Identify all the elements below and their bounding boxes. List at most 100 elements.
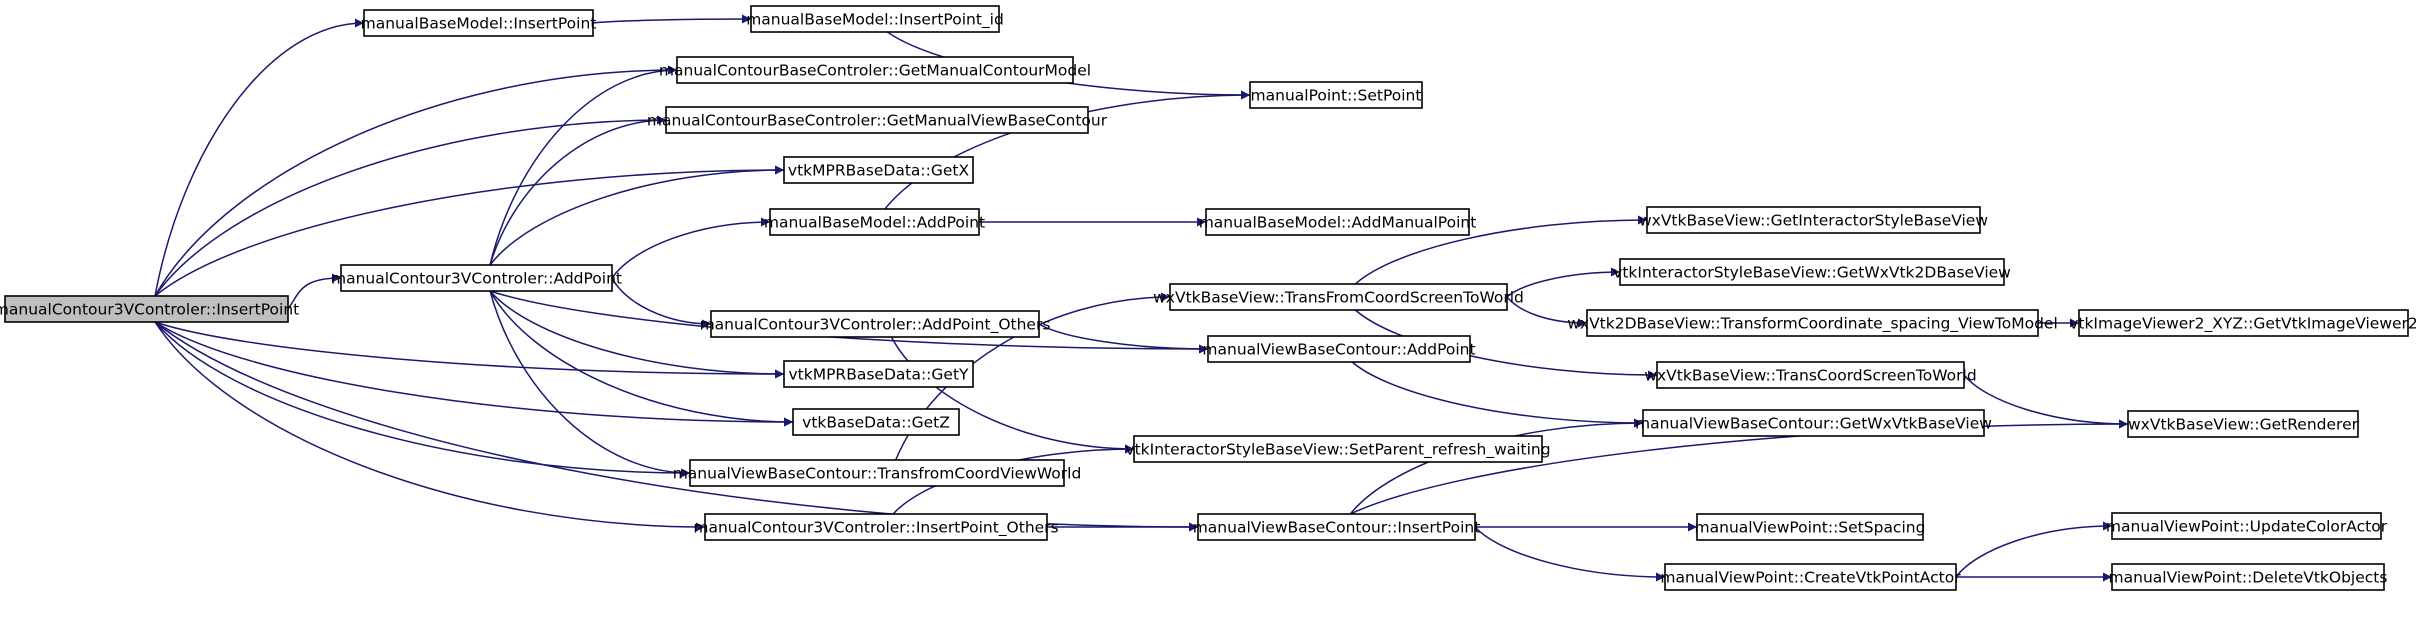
node-box bbox=[676, 56, 1074, 84]
node-label: manualBaseModel::AddPoint bbox=[764, 214, 985, 232]
node-label: wxVtkBaseView::GetRenderer bbox=[2128, 416, 2359, 434]
node-label: manualViewBaseContour::TransfromCoordVie… bbox=[673, 465, 1082, 483]
node-mcbc-getmodel[interactable]: manualContourBaseControler::GetManualCon… bbox=[659, 56, 1091, 84]
edge-root-to-mvbc-insert bbox=[154, 321, 1199, 532]
edge-mvp-create-to-mvp-updatecolor bbox=[1955, 521, 2113, 578]
edge-c3v-addpoint-to-getz bbox=[489, 290, 794, 427]
edge-c3v-addpoint-to-getx bbox=[489, 165, 785, 266]
node-box bbox=[2111, 563, 2385, 591]
node-label: manualViewBaseContour::AddPoint bbox=[1202, 341, 1475, 359]
node-label: wxVtk2DBaseView::TransformCoordinate_spa… bbox=[1567, 315, 2058, 334]
node-label: vtkImageViewer2_XYZ::GetVtkImageViewer2 bbox=[2069, 315, 2416, 334]
node-box bbox=[1664, 563, 1957, 591]
edge-wx-transfrom-to-isbv-getwx2d bbox=[1506, 267, 1621, 298]
node-mbm-insert-id[interactable]: manualBaseModel::InsertPoint_id bbox=[746, 5, 1004, 33]
edge-wx-transfrom-to-wx-getisbv bbox=[1354, 215, 1648, 285]
node-box bbox=[2111, 512, 2382, 540]
node-label: manualBaseModel::InsertPoint_id bbox=[746, 11, 1004, 30]
edge-mbm-insert-to-mbm-insert-id bbox=[592, 14, 752, 24]
edge-root-to-c3v-addpoint bbox=[287, 273, 342, 310]
node-box bbox=[2127, 410, 2359, 438]
node-label: manualContour3VControler::AddPoint bbox=[331, 270, 622, 288]
node-wx-transfrom[interactable]: wxVtkBaseView::TransFromCoordScreenToWor… bbox=[1153, 283, 1524, 311]
node-box bbox=[1249, 81, 1423, 109]
node-label: manualContour3VControler::InsertPoint bbox=[0, 301, 299, 319]
node-c3v-addpoint[interactable]: manualContour3VControler::AddPoint bbox=[331, 264, 622, 292]
node-label: manualViewPoint::CreateVtkPointActor bbox=[1660, 569, 1961, 587]
node-mvbc-getwx[interactable]: manualViewBaseContour::GetWxVtkBaseView bbox=[1635, 409, 1992, 437]
node-getz[interactable]: vtkBaseData::GetZ bbox=[792, 408, 960, 436]
node-label: vtkMPRBaseData::GetY bbox=[788, 366, 969, 384]
node-box bbox=[769, 208, 980, 236]
node-label: manualViewPoint::DeleteVtkObjects bbox=[2109, 569, 2388, 587]
node-label: wxVtkBaseView::GetInteractorStyleBaseVie… bbox=[1639, 212, 1988, 230]
node-box bbox=[1619, 258, 2005, 286]
node-mvp-delete[interactable]: manualViewPoint::DeleteVtkObjects bbox=[2109, 563, 2388, 591]
node-box bbox=[1646, 206, 1981, 234]
node-box bbox=[1656, 361, 1965, 389]
node-wx-getrenderer[interactable]: wxVtkBaseView::GetRenderer bbox=[2127, 410, 2359, 438]
node-label: vtkMPRBaseData::GetX bbox=[788, 162, 970, 180]
edge-root-to-mcbc-getmodel bbox=[154, 65, 678, 297]
node-box bbox=[750, 5, 1000, 33]
node-box bbox=[665, 106, 1089, 134]
node-c3v-insothers[interactable]: manualContour3VControler::InsertPoint_Ot… bbox=[693, 513, 1059, 541]
node-mvp-updatecolor[interactable]: manualViewPoint::UpdateColorActor bbox=[2106, 512, 2388, 540]
node-getx[interactable]: vtkMPRBaseData::GetX bbox=[783, 156, 974, 184]
edge-wx-transcoord-to-wx-getrenderer bbox=[1963, 374, 2129, 429]
node-root[interactable]: manualContour3VControler::InsertPoint bbox=[0, 295, 299, 323]
node-label: vtkInteractorStyleBaseView::GetWxVtk2DBa… bbox=[1613, 264, 2011, 282]
edge-root-to-gety bbox=[154, 321, 785, 379]
edge-c3v-addpoint-to-c3v-addothers bbox=[611, 277, 712, 329]
node-wx-transcoord[interactable]: wxVtkBaseView::TransCoordScreenToWorld bbox=[1644, 361, 1977, 389]
edges-layer bbox=[154, 14, 2129, 582]
edge-root-to-getx bbox=[154, 165, 785, 297]
node-mcbc-getview[interactable]: manualContourBaseControler::GetManualVie… bbox=[647, 106, 1108, 134]
node-label: manualContour3VControler::InsertPoint_Ot… bbox=[693, 519, 1058, 538]
node-label: manualBaseModel::AddManualPoint bbox=[1199, 214, 1477, 232]
node-box bbox=[1586, 309, 2039, 337]
node-mbm-addmanual[interactable]: manualBaseModel::AddManualPoint bbox=[1199, 208, 1477, 236]
node-box bbox=[689, 459, 1065, 487]
node-box bbox=[363, 9, 594, 37]
node-mvp-setspacing[interactable]: manualViewPoint::SetSpacing bbox=[1695, 513, 1926, 541]
node-mbm-insert[interactable]: manualBaseModel::InsertPoint bbox=[361, 9, 597, 37]
node-box bbox=[783, 156, 974, 184]
node-label: vtkBaseData::GetZ bbox=[802, 414, 950, 432]
node-box bbox=[1696, 513, 1924, 541]
edge-root-to-mcbc-getview bbox=[154, 115, 667, 297]
edge-mvbc-insert-to-mvp-create bbox=[1474, 526, 1666, 582]
node-mvbc-addpoint[interactable]: manualViewBaseContour::AddPoint bbox=[1202, 335, 1476, 363]
node-isbv-setparent[interactable]: vtkInteractorStyleBaseView::SetParent_re… bbox=[1125, 435, 1551, 463]
node-label: wxVtkBaseView::TransCoordScreenToWorld bbox=[1644, 367, 1976, 385]
node-label: manualContourBaseControler::GetManualCon… bbox=[659, 62, 1091, 80]
node-label: manualViewBaseContour::GetWxVtkBaseView bbox=[1635, 415, 1992, 433]
node-label: vtkInteractorStyleBaseView::SetParent_re… bbox=[1125, 441, 1550, 460]
node-box bbox=[783, 360, 974, 388]
edge-c3v-addothers-to-mvbc-addpoint bbox=[1038, 323, 1209, 354]
node-img-getviewer[interactable]: vtkImageViewer2_XYZ::GetVtkImageViewer2 bbox=[2069, 309, 2416, 337]
node-mvbc-transfrom[interactable]: manualViewBaseContour::TransfromCoordVie… bbox=[673, 459, 1082, 487]
node-mp-setpoint[interactable]: manualPoint::SetPoint bbox=[1249, 81, 1423, 109]
node-label: manualViewPoint::UpdateColorActor bbox=[2106, 518, 2388, 536]
node-isbv-getwx2d[interactable]: vtkInteractorStyleBaseView::GetWxVtk2DBa… bbox=[1613, 258, 2011, 286]
node-label: manualContourBaseControler::GetManualVie… bbox=[647, 112, 1108, 130]
node-mbm-addpoint[interactable]: manualBaseModel::AddPoint bbox=[764, 208, 985, 236]
node-wx2d-transform[interactable]: wxVtk2DBaseView::TransformCoordinate_spa… bbox=[1567, 309, 2058, 337]
node-box bbox=[1133, 435, 1543, 463]
node-box bbox=[710, 310, 1040, 338]
edge-c3v-addpoint-to-mcbc-getmodel bbox=[489, 65, 678, 266]
edge-mvbc-addpoint-to-mvbc-getwx bbox=[1351, 361, 1644, 428]
edge-c3v-addpoint-to-mcbc-getview bbox=[489, 115, 667, 266]
node-mvbc-insert[interactable]: manualViewBaseContour::InsertPoint bbox=[1193, 513, 1481, 541]
node-mvp-create[interactable]: manualViewPoint::CreateVtkPointActor bbox=[1660, 563, 1961, 591]
edge-root-to-getz bbox=[154, 321, 794, 427]
edge-c3v-addpoint-to-mbm-addpoint bbox=[611, 217, 771, 279]
node-gety[interactable]: vtkMPRBaseData::GetY bbox=[783, 360, 974, 388]
node-box bbox=[704, 513, 1048, 541]
node-c3v-addothers[interactable]: manualContour3VControler::AddPoint_Other… bbox=[700, 310, 1051, 338]
node-wx-getisbv[interactable]: wxVtkBaseView::GetInteractorStyleBaseVie… bbox=[1639, 206, 1988, 234]
edge-wx-transfrom-to-wx2d-transform bbox=[1506, 296, 1588, 328]
node-box bbox=[2078, 309, 2409, 337]
